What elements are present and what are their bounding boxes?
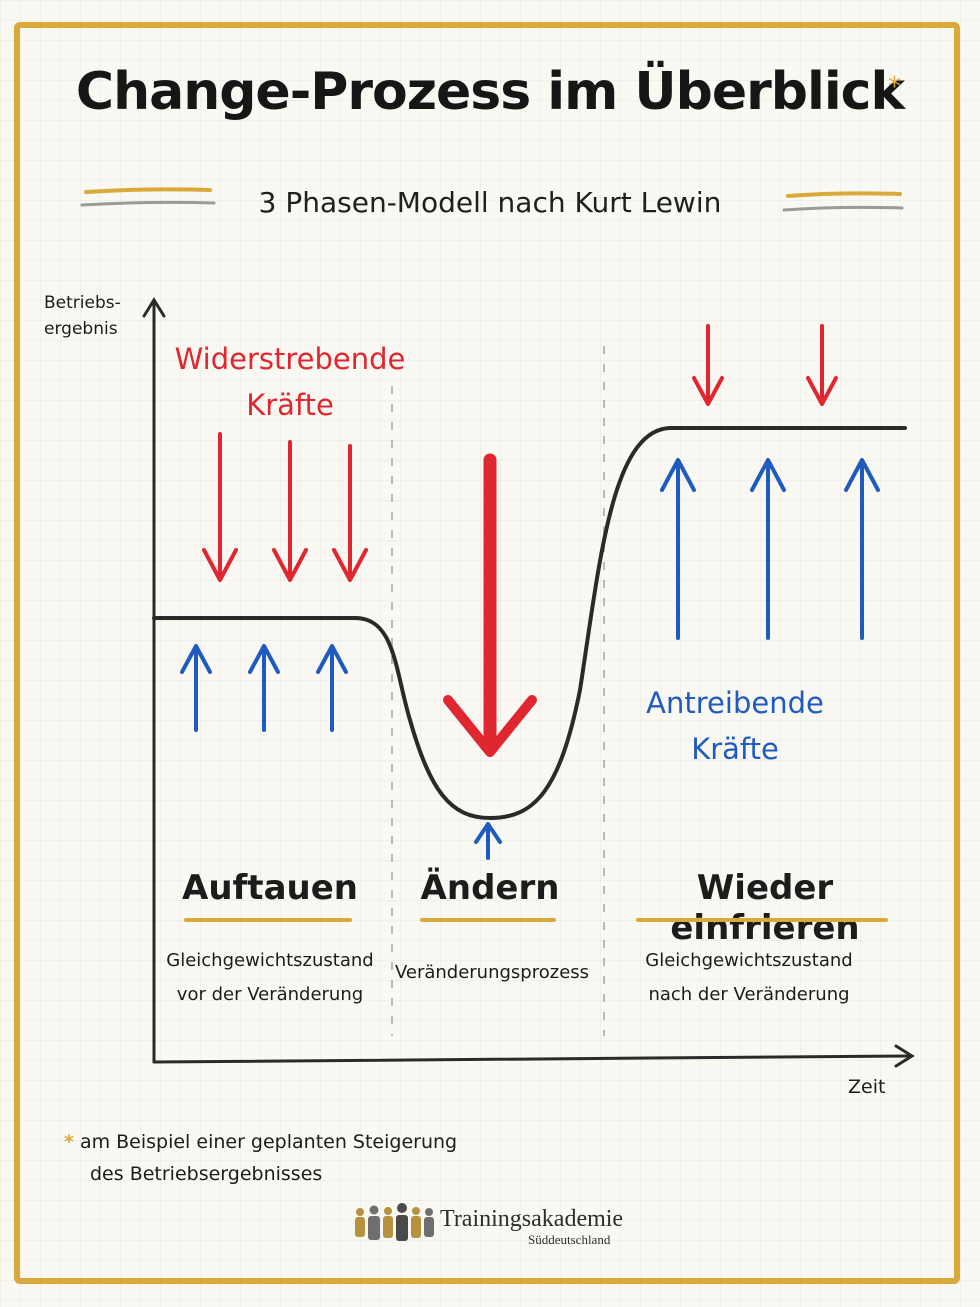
- restraining-force-arrows-phase1: [202, 432, 368, 582]
- large-red-arrow-down-icon: [443, 453, 537, 757]
- phase1-desc-line2: vor der Veränderung: [176, 984, 364, 1005]
- subtitle-decoration-right: [782, 191, 904, 212]
- blue-arrow-up-icon: [660, 458, 696, 640]
- driving-forces-line1: Antreibende: [646, 686, 824, 720]
- phase2-desc-line1: Veränderungsprozess: [394, 962, 590, 983]
- result-curve: [152, 426, 907, 821]
- phase-title-refreeze: Wieder einfrieren: [670, 868, 860, 948]
- small-blue-arrow-up-icon: [474, 822, 502, 860]
- phase3-desc-line1: Gleichgewichtszustand: [645, 950, 853, 971]
- restraining-forces-line1: Widerstrebende: [174, 342, 406, 376]
- red-arrow-down-icon: [272, 440, 308, 582]
- phase-description-unfreeze: Gleichgewichtszustand vor der Veränderun…: [160, 944, 380, 1012]
- restraining-forces-label: Widerstrebende Kräfte: [150, 336, 430, 428]
- blue-arrow-up-icon: [316, 644, 348, 732]
- y-axis-label-line1: Betriebs-: [44, 293, 121, 313]
- page-title: Change-Prozess im Überblick: [75, 62, 905, 122]
- red-arrow-down-icon: [202, 432, 238, 582]
- blue-arrow-up-icon: [844, 458, 880, 640]
- phase3-desc-line2: nach der Veränderung: [648, 984, 850, 1005]
- phase-underline-1: [184, 918, 352, 922]
- driving-force-arrows-phase3: [660, 458, 880, 640]
- red-arrow-down-icon: [806, 324, 838, 406]
- title-asterisk: *: [888, 72, 901, 102]
- y-axis-label: Betriebs- ergebnis: [44, 290, 121, 342]
- page-subtitle: 3 Phasen-Modell nach Kurt Lewin: [258, 186, 722, 219]
- red-arrow-down-icon: [332, 444, 368, 582]
- restraining-force-arrows-phase3: [692, 324, 838, 406]
- phase-description-refreeze: Gleichgewichtszustand nach der Veränderu…: [624, 944, 874, 1012]
- phase-underline-2: [420, 918, 556, 922]
- blue-arrow-up-icon: [248, 644, 280, 732]
- logo-people-icon: [355, 1203, 434, 1241]
- x-axis: [152, 1044, 915, 1068]
- y-axis: [142, 297, 166, 1064]
- footnote-line2: des Betriebsergebnisses: [64, 1158, 457, 1190]
- phase-title-unfreeze: Auftauen: [182, 868, 358, 908]
- logo-name: Trainingsakademie: [440, 1206, 624, 1232]
- footnote-text-1: am Beispiel einer geplanten Steigerung: [79, 1131, 458, 1153]
- footnote-text-2: des Betriebsergebnisses: [90, 1163, 323, 1185]
- blue-arrow-up-icon: [750, 458, 786, 640]
- restraining-forces-line2: Kräfte: [246, 388, 334, 422]
- logo-subtitle: Süddeutschland: [528, 1232, 611, 1247]
- subtitle-decoration-left: [80, 187, 216, 207]
- x-axis-label: Zeit: [848, 1076, 886, 1098]
- red-arrow-down-icon: [692, 324, 724, 406]
- phase-underline-3: [636, 918, 888, 922]
- footnote-asterisk: *: [64, 1131, 74, 1153]
- footnote: *am Beispiel einer geplanten Steigerung …: [64, 1126, 457, 1190]
- driving-forces-line2: Kräfte: [691, 732, 779, 766]
- footnote-line1: *am Beispiel einer geplanten Steigerung: [64, 1126, 457, 1158]
- gold-frame: [14, 22, 960, 1284]
- driving-force-arrows-phase1: [180, 644, 348, 732]
- blue-arrow-up-icon: [180, 644, 212, 732]
- phase-description-change: Veränderungsprozess: [392, 956, 592, 990]
- y-axis-label-line2: ergebnis: [44, 319, 118, 339]
- phase-title-change: Ändern: [420, 868, 560, 908]
- phase1-desc-line1: Gleichgewichtszustand: [166, 950, 374, 971]
- driving-forces-label: Antreibende Kräfte: [610, 680, 860, 772]
